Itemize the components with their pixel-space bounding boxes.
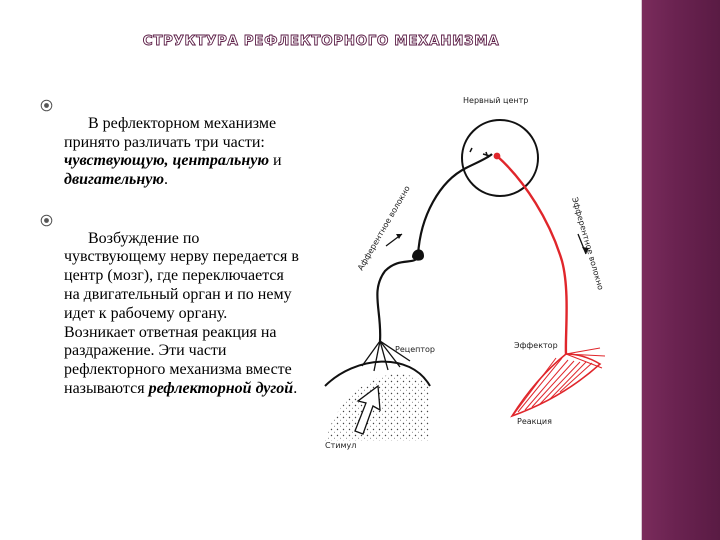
effector-muscle <box>510 347 606 418</box>
afferent-arrowhead-icon <box>396 234 402 239</box>
reaction-label: Реакция <box>517 417 552 426</box>
efferent-origin-node <box>493 152 501 160</box>
decorative-sidebar <box>642 0 720 540</box>
bullet-item-1: В рефлекторном механизме принято различа… <box>40 96 302 209</box>
afferent-label: Афферентное волокно <box>356 184 412 272</box>
bullet-item-2: Возбуждение по чувствующему нерву переда… <box>40 211 302 418</box>
efferent-label: Эфферентное волокно <box>570 196 605 291</box>
afferent-fiber <box>376 153 493 342</box>
efferent-fiber <box>496 155 568 355</box>
bullet-icon <box>40 99 53 112</box>
slide-title: СТРУКТУРА РЕФЛЕКТОРНОГО МЕХАНИЗМА <box>142 33 500 50</box>
stimulus-arrow-icon <box>354 384 381 435</box>
synapse-marks <box>469 147 491 159</box>
nerve-center-label: Нервный центр <box>463 96 528 105</box>
skin-surface <box>324 360 431 387</box>
bullet-2-text: Возбуждение по чувствующему нерву переда… <box>64 229 299 397</box>
stimulus-label: Стимул <box>325 441 356 450</box>
bullet-1-text: В рефлекторном механизме принято различа… <box>64 114 286 189</box>
nerve-center-circle <box>461 119 539 197</box>
bullet-list: В рефлекторном механизме принято различа… <box>40 96 302 420</box>
efferent-arrowhead-icon <box>582 247 589 254</box>
effector-label: Эффектор <box>514 341 558 350</box>
sidebar-divider <box>641 0 642 540</box>
bullet-icon <box>40 214 53 227</box>
reflex-arc-diagram: Нервный центр Стимул Рецептор Афферентно… <box>324 96 606 450</box>
receptor-label: Рецептор <box>395 345 435 354</box>
receptor-endings <box>361 340 411 372</box>
ganglion-node <box>412 249 424 261</box>
